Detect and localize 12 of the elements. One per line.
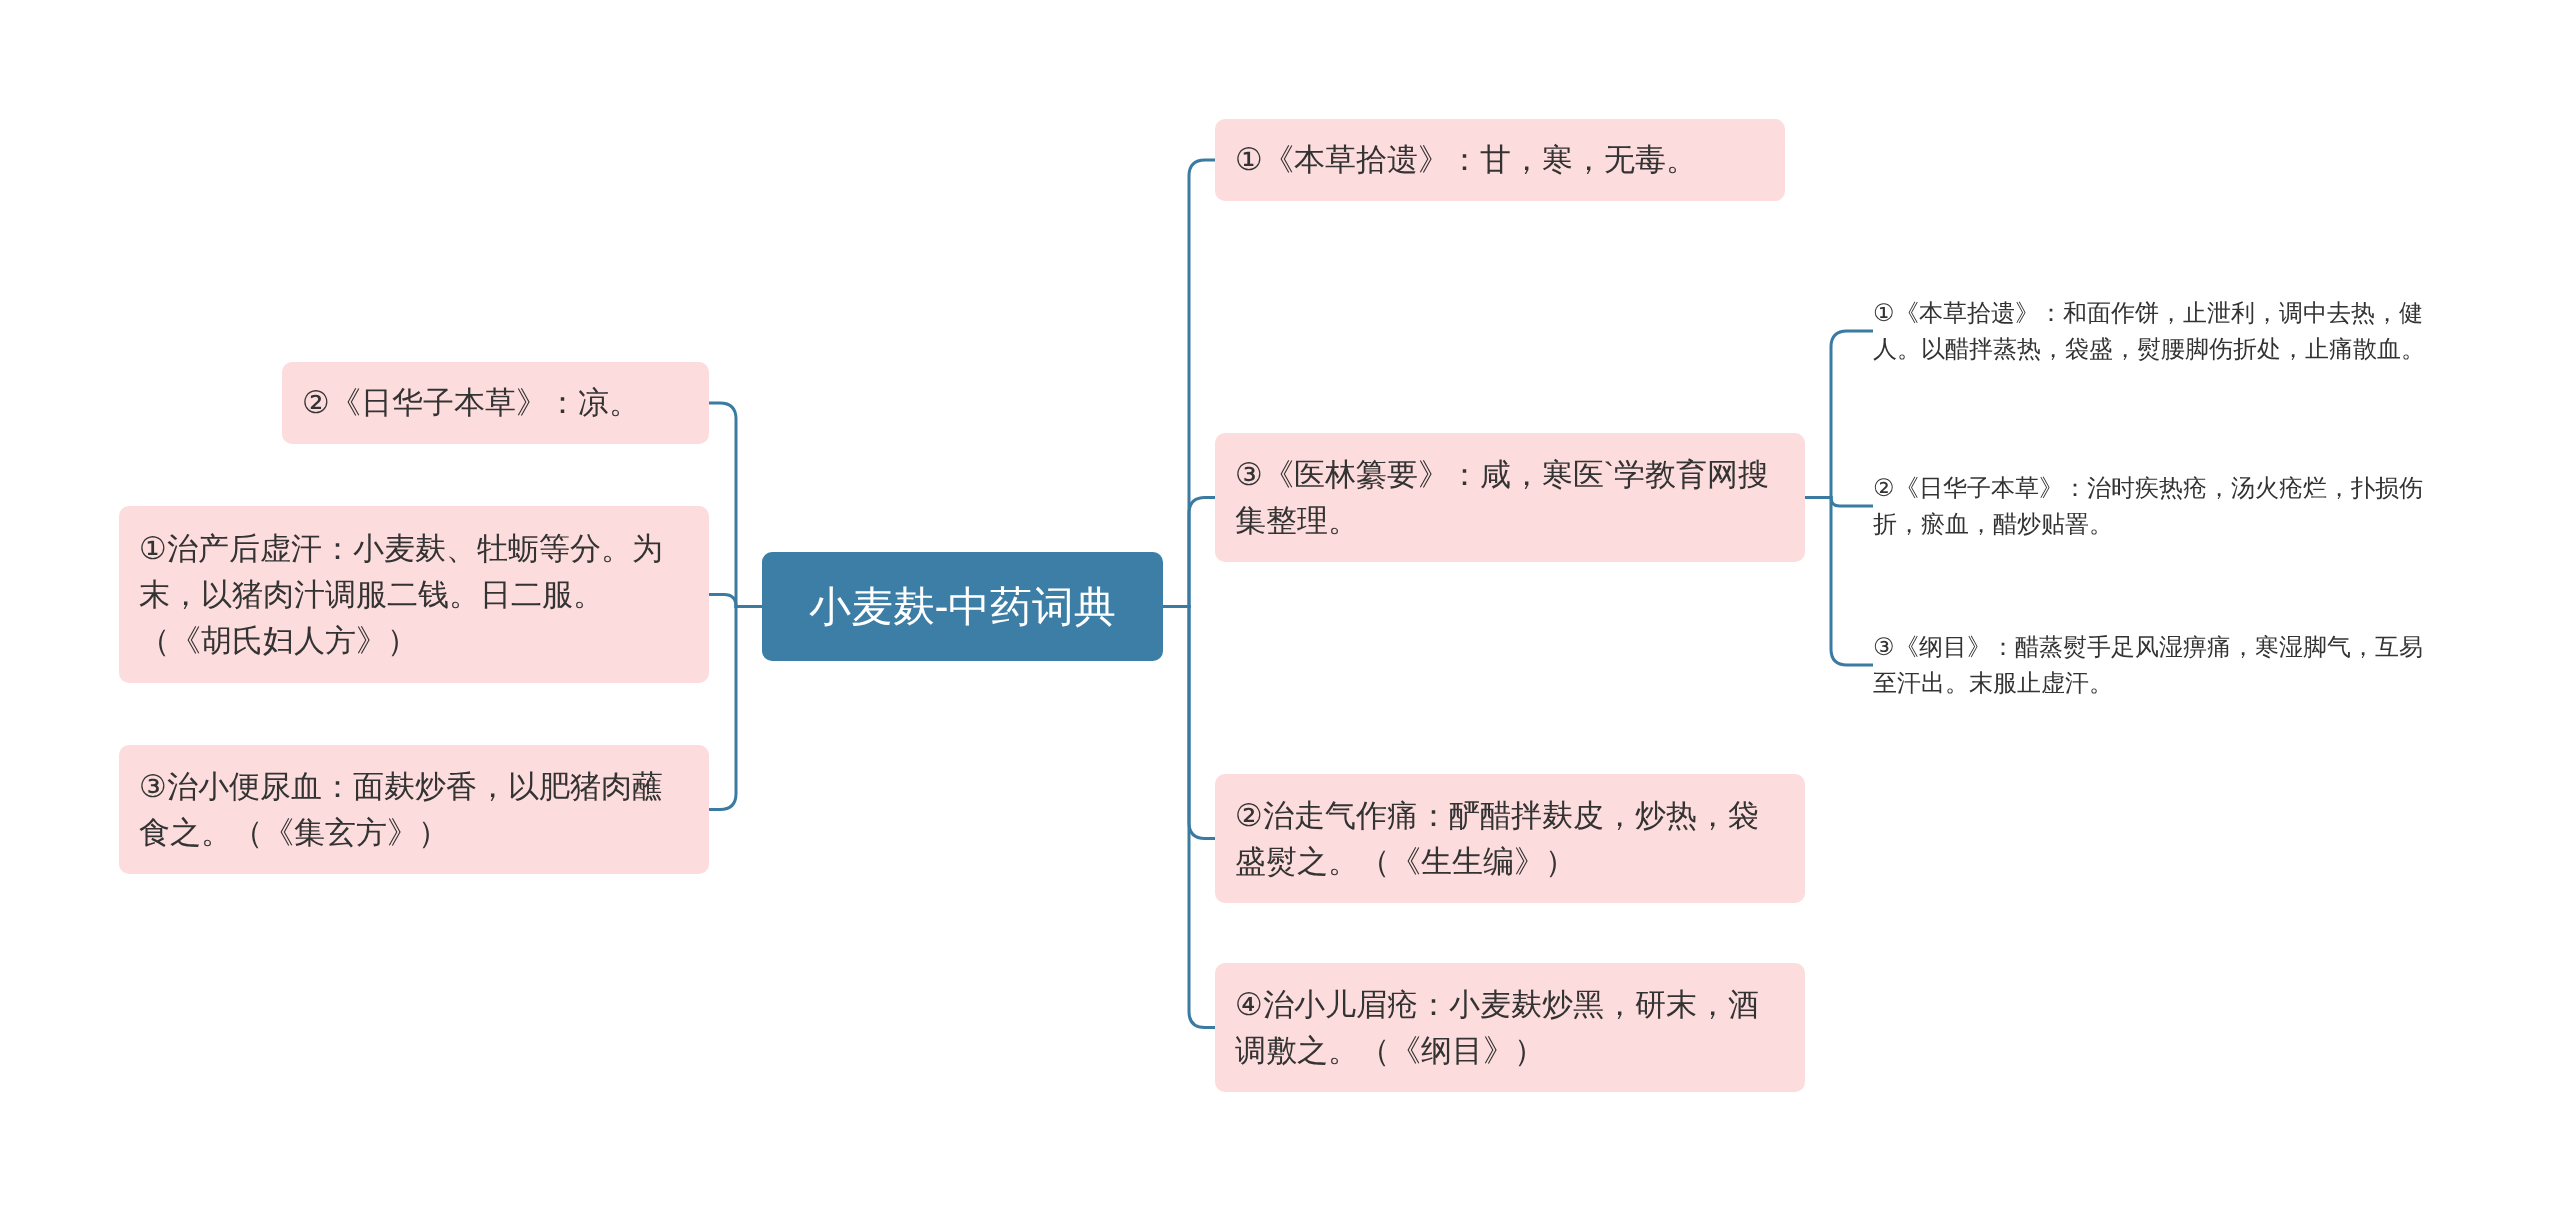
topic-box: ③《医林纂要》：咸，寒医`学教育网搜集整理。 [1215, 433, 1805, 562]
topic-box: ①《本草拾遗》：甘，寒，无毒。 [1215, 119, 1785, 201]
topic-box: ③治小便尿血：面麸炒香，以肥猪肉蘸食之。（《集玄方》） [119, 745, 709, 874]
subtopic-text: ③《纲目》：醋蒸熨手足风湿痹痛，寒湿脚气，互易至汗出。末服止虚汗。 [1873, 625, 2443, 705]
subtopic-text: ①《本草拾遗》：和面作饼，止泄利，调中去热，健人。以醋拌蒸热，袋盛，熨腰脚伤折处，止痛散血。 [1873, 272, 2443, 390]
topic-box: ②治走气作痛：酽醋拌麸皮，炒热，袋盛熨之。（《生生编》） [1215, 774, 1805, 903]
central-topic-box: 小麦麸-中药词典 [762, 552, 1163, 661]
topic-box: ①治产后虚汗：小麦麸、牡蛎等分。为末，以猪肉汁调服二钱。日二服。（《胡氏妇人方》） [119, 506, 709, 683]
topic-box: ②《日华子本草》：凉。 [282, 362, 709, 444]
topic-box: ④治小儿眉疮：小麦麸炒黑，研末，酒调敷之。（《纲目》） [1215, 963, 1805, 1092]
subtopic-text: ②《日华子本草》：治时疾热疮，汤火疮烂，扑损伤折，瘀血，醋炒贴罯。 [1873, 466, 2443, 546]
connector-line [1163, 605, 1215, 1029]
